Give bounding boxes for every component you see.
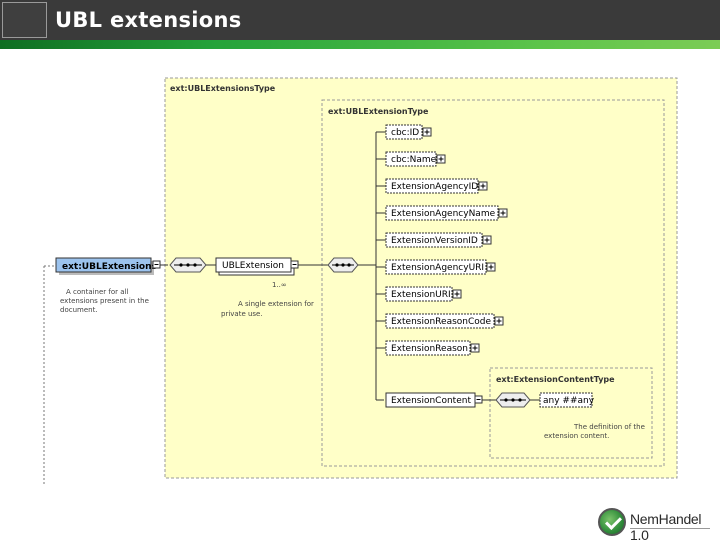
child-element-label: ExtensionURI [391,290,451,300]
ubl-extension-annotation-2: private use. [221,310,263,318]
child-element-label: ExtensionVersionID [391,236,478,246]
child-element-extensionuri[interactable]: ExtensionURI [376,286,462,302]
child-element-label: ExtensionAgencyURI [391,263,484,273]
child-element-cbc-name[interactable]: cbc:Name [376,151,446,167]
child-element-label: ExtensionReasonCode [391,317,491,327]
ubl-extension-annotation-1: A single extension for [238,300,314,308]
content-annotation-1: The definition of the [573,423,645,431]
green-accent-bar [0,40,720,49]
child-element-extensionreasoncode[interactable]: ExtensionReasonCode [376,313,504,329]
child-element-extensionreason[interactable]: ExtensionReason [376,340,480,356]
logo-text: NemHandel 1.0 [630,511,702,540]
root-annotation-3: document. [60,306,98,314]
ubl-extension-element[interactable]: UBLExtension [215,257,299,276]
title-bar: UBL extensions [0,0,720,40]
svg-text:any ##any: any ##any [543,396,595,406]
svg-text:ExtensionContent: ExtensionContent [391,396,471,406]
extension-content-element[interactable]: ExtensionContent [385,392,483,408]
outer-type-box [164,77,678,479]
child-element-cbc-id[interactable]: cbc:ID [376,124,432,140]
root-element[interactable]: ext:UBLExtensions [55,257,161,275]
root-annotation-2: extensions present in the [60,297,149,305]
child-element-extensionagencyid[interactable]: ExtensionAgencyID [376,178,488,194]
inner-type-box [321,99,665,467]
child-element-label: ExtensionReason [391,344,468,354]
nemhandel-logo: NemHandel 1.0 [596,506,714,540]
child-element-label: cbc:Name [391,155,437,165]
sequence-compositor-2 [327,257,359,273]
root-annotation-1: A container for all [66,288,128,296]
child-element-label: cbc:ID [391,128,419,138]
content-type-box [489,367,653,459]
child-element-extensionversionid[interactable]: ExtensionVersionID [376,232,492,248]
sequence-compositor-1 [169,257,207,273]
nemhandel-checkmark-icon [598,508,626,536]
slide-title: UBL extensions [55,8,242,32]
svg-text:UBLExtension: UBLExtension [222,261,284,271]
ubl-extension-cardinality: 1..∞ [272,281,287,289]
sequence-compositor-3 [495,392,531,408]
logo-underline [630,528,710,531]
content-type-label: ext:ExtensionContentType [496,375,615,384]
svg-text:ext:UBLExtensions: ext:UBLExtensions [62,262,157,272]
title-square-decoration [2,2,47,38]
outer-type-label: ext:UBLExtensionsType [170,84,276,93]
child-element-extensionagencyuri[interactable]: ExtensionAgencyURI [376,259,496,275]
child-element-label: ExtensionAgencyID [391,182,478,192]
child-element-label: ExtensionAgencyName [391,209,496,219]
content-annotation-2: extension content. [544,432,609,440]
any-wildcard: any ##any [539,392,595,408]
inner-type-label: ext:UBLExtensionType [328,107,429,116]
child-element-extensionagencyname[interactable]: ExtensionAgencyName [376,205,508,221]
